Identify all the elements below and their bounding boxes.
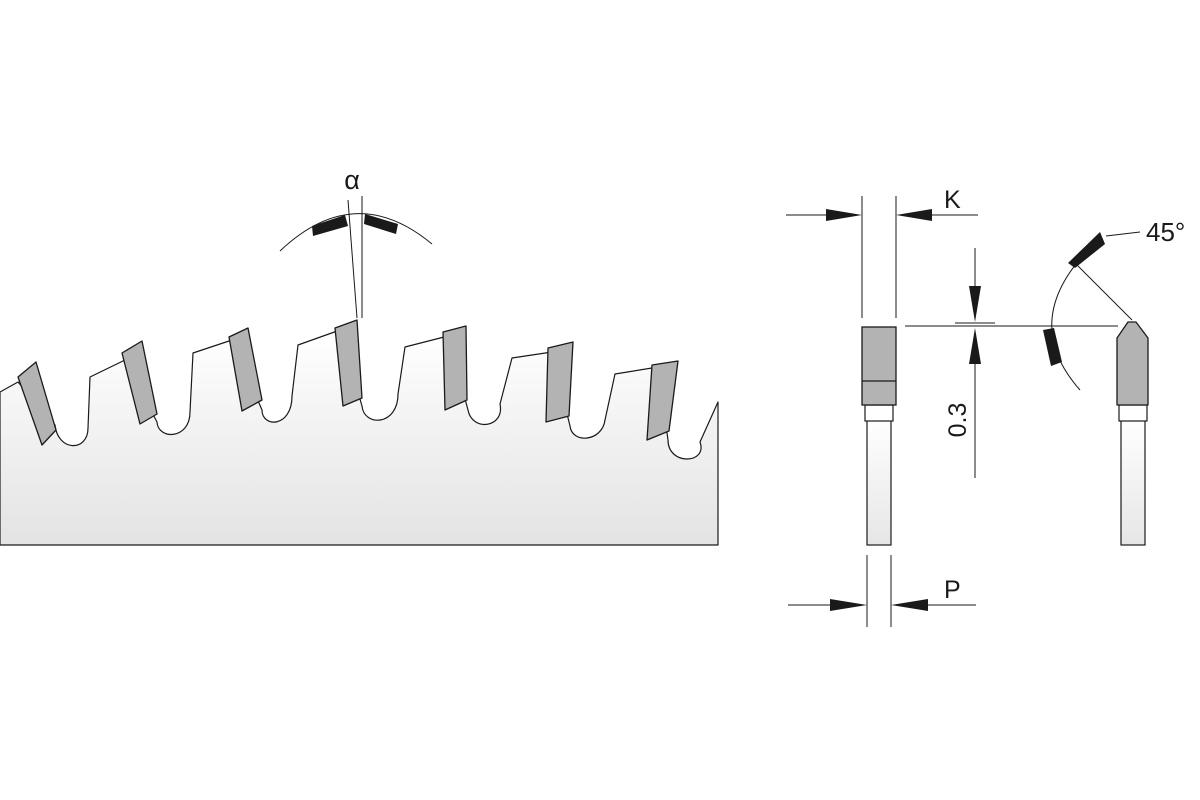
chamfer-tooth-neck bbox=[1118, 404, 1148, 422]
carbide-teeth bbox=[17, 319, 679, 446]
kerf-dimension bbox=[786, 196, 978, 318]
alpha-arrow-left bbox=[312, 215, 348, 236]
alpha-label: α bbox=[344, 165, 360, 195]
clearance-arrow-bottom bbox=[969, 328, 981, 364]
angle-label: 45° bbox=[1146, 217, 1185, 247]
tooth-1 bbox=[17, 361, 57, 446]
plate-label: P bbox=[944, 576, 961, 604]
carbide-tip bbox=[861, 326, 897, 406]
tooth-7 bbox=[646, 360, 679, 441]
tooth-6 bbox=[545, 341, 574, 423]
hook-angle-dimension bbox=[279, 196, 433, 319]
clearance-arrow-top bbox=[969, 286, 981, 322]
alpha-arrow-right bbox=[364, 214, 398, 234]
clearance-dimension bbox=[905, 248, 1118, 478]
plate-dimension bbox=[788, 555, 976, 627]
tooth-4 bbox=[334, 319, 363, 407]
chamfer-plate-body bbox=[1120, 419, 1146, 546]
tooth-5 bbox=[442, 325, 468, 411]
blade-plate bbox=[0, 329, 719, 546]
angle-arrow-top bbox=[1068, 232, 1105, 268]
clearance-label: 0.3 bbox=[944, 403, 972, 438]
blade-side-view: α bbox=[0, 165, 719, 546]
tooth-2 bbox=[121, 340, 158, 425]
plate-arrow-left bbox=[830, 599, 867, 611]
chamfered-tooth-profile: 45° bbox=[1043, 217, 1185, 546]
kerf-arrow-right bbox=[896, 209, 932, 221]
plate-arrow-right bbox=[891, 599, 928, 611]
tooth-neck bbox=[864, 404, 894, 422]
kerf-arrow-left bbox=[826, 209, 862, 221]
angle-arrow-bottom bbox=[1043, 328, 1062, 366]
chamfer-carbide-tip bbox=[1116, 321, 1149, 406]
tooth-3 bbox=[228, 327, 263, 412]
plate-body bbox=[866, 419, 892, 546]
kerf-label: K bbox=[944, 186, 961, 214]
tooth-front-profile: K P 0.3 bbox=[786, 186, 1118, 627]
